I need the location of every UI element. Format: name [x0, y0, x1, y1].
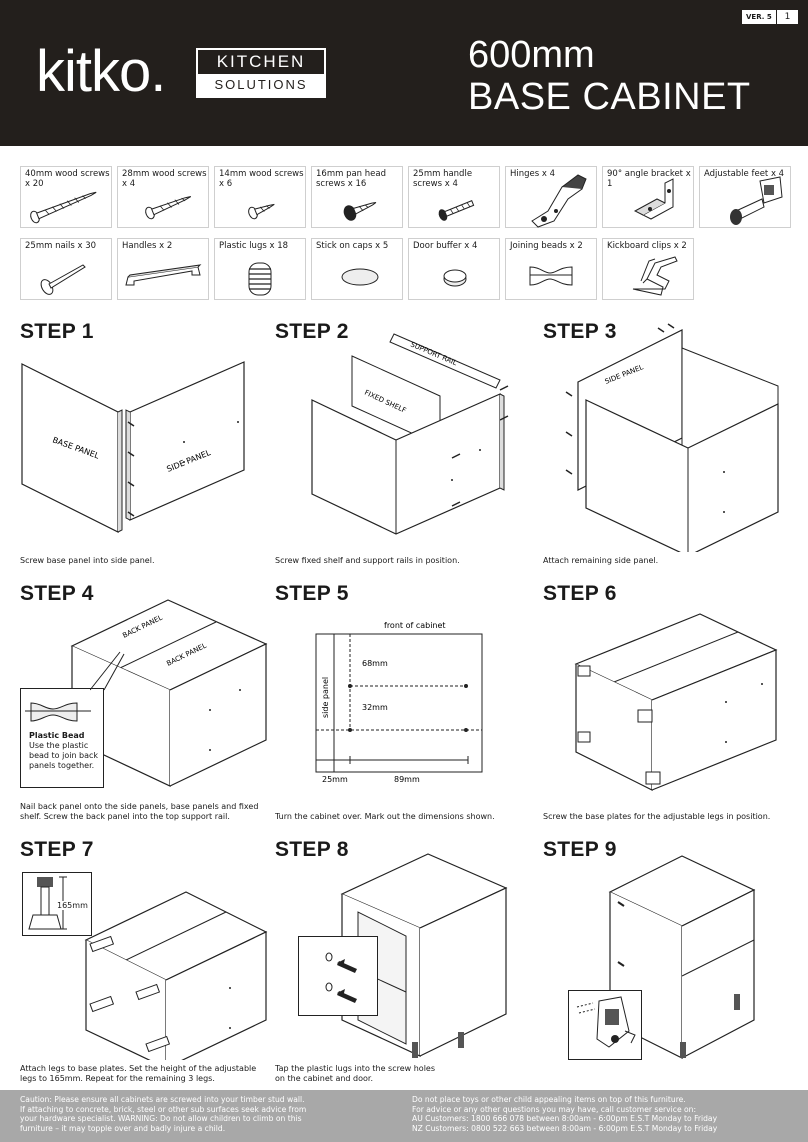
- step-6-illustration: [574, 613, 778, 791]
- part-angle-bracket: 90° angle bracket x 1: [602, 166, 694, 228]
- dimension-32mm: 32mm: [362, 703, 388, 712]
- hinge-detail-icon: [576, 996, 636, 1048]
- hinge-detail-callout: [568, 990, 642, 1060]
- brand-bottom-text: SOLUTIONS: [198, 74, 324, 96]
- step-3-caption: Attach remaining side panel.: [543, 556, 659, 565]
- step-7-title: STEP 7: [20, 838, 94, 861]
- step-2-illustration: SUPPORT RAIL FIXED SHELF: [311, 333, 509, 535]
- part-stick-on-caps: Stick on caps x 5: [311, 238, 403, 300]
- step-5-illustration: front of cabinet side panel 68mm 32mm 25…: [315, 621, 483, 784]
- callout-title: Plastic Bead: [29, 731, 85, 740]
- safety-footer: Caution: Please ensure all cabinets are …: [0, 1090, 808, 1142]
- step-3-title: STEP 3: [543, 320, 617, 343]
- part-handles: Handles x 2: [117, 238, 209, 300]
- leg-height-callout: 165mm: [22, 872, 92, 936]
- part-pan-head-screw: 16mm pan head screws x 16: [311, 166, 403, 228]
- callout-text: Use the plastic bead to join back panels…: [29, 741, 99, 770]
- adjustable-foot-icon: [730, 176, 783, 225]
- step-6-caption: Screw the base plates for the adjustable…: [543, 812, 771, 821]
- part-hinge: Hinges x 4: [505, 166, 597, 228]
- step-4-title: STEP 4: [20, 582, 94, 605]
- hinge-icon: [531, 174, 587, 228]
- kitko-logo: kitko.: [36, 39, 166, 104]
- dimension-68mm: 68mm: [362, 659, 388, 668]
- step-2-caption: Screw fixed shelf and support rails in p…: [275, 556, 460, 565]
- handle-screw-icon: [438, 200, 475, 221]
- step-6-title: STEP 6: [543, 582, 617, 605]
- part-plastic-lugs: Plastic lugs x 18: [214, 238, 306, 300]
- page-title-product: BASE CABINET: [468, 76, 751, 118]
- angle-bracket-icon: [633, 178, 674, 220]
- plastic-lug-icon: [248, 262, 272, 296]
- step-7-illustration: [84, 891, 268, 1060]
- handle-icon: [125, 264, 202, 286]
- step-5-caption: Turn the cabinet over. Mark out the dime…: [275, 812, 495, 821]
- step-1-title: STEP 1: [20, 320, 94, 343]
- part-medium-screw: 28mm wood screws x 4: [117, 166, 209, 228]
- header-banner: kitko. KITCHEN SOLUTIONS 600mm BASE CABI…: [0, 0, 808, 146]
- part-kickboard-clips: Kickboard clips x 2: [602, 238, 694, 300]
- page-number: 1: [776, 10, 798, 24]
- pan-head-screw-icon: [343, 202, 377, 221]
- part-handle-screw: 25mm handle screws x 4: [408, 166, 500, 228]
- step-1-illustration: BASE PANEL SIDE PANEL: [21, 361, 245, 533]
- brand-top-text: KITCHEN: [216, 52, 306, 71]
- part-long-screw: 40mm wood screws x 20: [20, 166, 112, 228]
- step-8-title: STEP 8: [275, 838, 349, 861]
- long-screw-icon: [30, 191, 97, 224]
- part-joining-beads: Joining beads x 2: [505, 238, 597, 300]
- version-label: VER. 5: [746, 13, 772, 21]
- plastic-bead-icon: [25, 702, 91, 722]
- part-short-screw: 14mm wood screws x 6: [214, 166, 306, 228]
- page-title-size: 600mm: [468, 34, 595, 76]
- lug-insert-callout: [298, 936, 378, 1016]
- part-nails: 25mm nails x 30: [20, 238, 112, 300]
- adjustable-leg-icon: [28, 876, 67, 930]
- step-7-caption: Attach legs to base plates. Set the heig…: [20, 1064, 257, 1083]
- callout-pointer: [90, 651, 125, 691]
- step-9-title: STEP 9: [543, 838, 617, 861]
- plastic-bead-callout: Plastic Bead Use the plastic bead to joi…: [20, 688, 104, 788]
- kitchen-solutions-badge: KITCHEN SOLUTIONS: [196, 48, 326, 98]
- step-5-title: STEP 5: [275, 582, 349, 605]
- side-panel-label-5: side panel: [321, 677, 330, 718]
- dimension-25mm: 25mm: [322, 775, 348, 784]
- step-1-caption: Screw base panel into side panel.: [20, 556, 155, 565]
- short-screw-icon: [248, 203, 275, 220]
- medium-screw-icon: [145, 196, 192, 220]
- leg-height-label: 165mm: [57, 901, 88, 910]
- joining-bead-icon: [529, 266, 573, 286]
- step-8-caption: Tap the plastic lugs into the screw hole…: [275, 1064, 436, 1083]
- part-door-buffer: Door buffer x 4: [408, 238, 500, 300]
- version-badge: VER. 5 1: [742, 10, 798, 24]
- footer-caution-text: Caution: Please ensure all cabinets are …: [20, 1095, 307, 1133]
- stick-on-cap-icon: [341, 268, 379, 286]
- footer-contact-text: Do not place toys or other child appeali…: [412, 1095, 718, 1133]
- plastic-lug-insert-icon: [325, 952, 357, 1003]
- kickboard-clip-icon: [632, 256, 678, 296]
- nail-icon: [40, 264, 86, 295]
- step-4-caption: Nail back panel onto the side panels, ba…: [20, 802, 259, 821]
- step-3-illustration: SIDE PANEL: [565, 323, 779, 552]
- step-2-title: STEP 2: [275, 320, 349, 343]
- dimension-89mm: 89mm: [394, 775, 420, 784]
- part-adjustable-feet: Adjustable feet x 4: [699, 166, 791, 228]
- door-buffer-icon: [443, 269, 467, 287]
- front-of-cabinet-label: front of cabinet: [384, 621, 446, 630]
